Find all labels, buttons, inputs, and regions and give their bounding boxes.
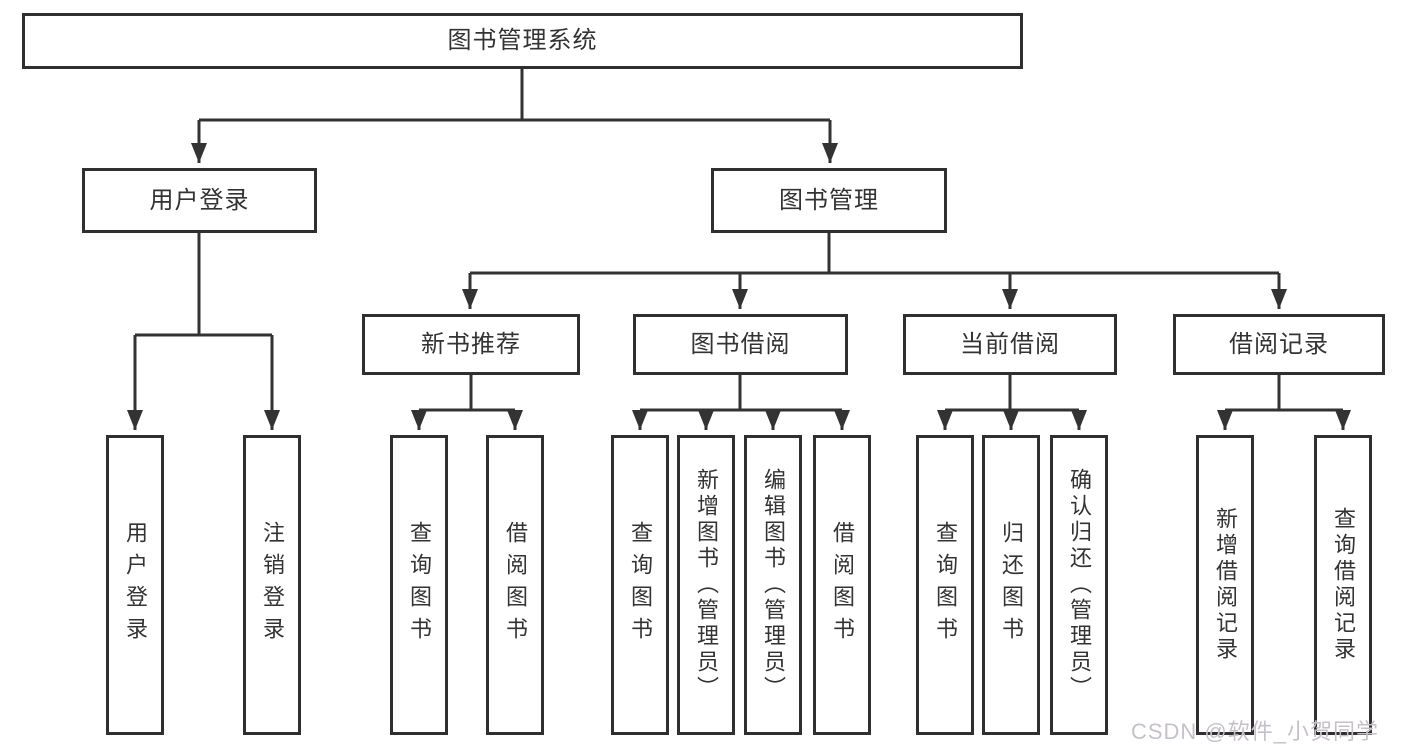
node-book-borrow: 图书借阅 bbox=[633, 314, 848, 375]
leaf-borrow-edit-admin: 编辑图书（管理员） bbox=[744, 435, 802, 735]
csdn-watermark: CSDN @软件_小贺同学 bbox=[1130, 719, 1379, 744]
node-user-login: 用户登录 bbox=[82, 168, 317, 233]
leaf-borrow-query: 查询图书 bbox=[611, 435, 669, 735]
leaf-records-add: 新增借阅记录 bbox=[1196, 435, 1254, 735]
leaf-user-login: 用户登录 bbox=[106, 435, 164, 735]
leaf-borrow-add-admin: 新增图书（管理员） bbox=[677, 435, 735, 735]
node-borrow-records: 借阅记录 bbox=[1173, 314, 1385, 375]
leaf-records-query: 查询借阅记录 bbox=[1314, 435, 1372, 735]
leaf-logout: 注销登录 bbox=[243, 435, 301, 735]
node-current-borrow: 当前借阅 bbox=[903, 314, 1117, 375]
node-root-system: 图书管理系统 bbox=[22, 13, 1023, 69]
leaf-current-confirm-admin: 确认归还（管理员） bbox=[1050, 435, 1108, 735]
node-book-management: 图书管理 bbox=[711, 168, 947, 233]
leaf-newbooks-borrow: 借阅图书 bbox=[486, 435, 544, 735]
leaf-borrow-borrow: 借阅图书 bbox=[813, 435, 871, 735]
node-new-books: 新书推荐 bbox=[362, 314, 580, 375]
leaf-current-query: 查询图书 bbox=[916, 435, 974, 735]
leaf-current-return: 归还图书 bbox=[982, 435, 1040, 735]
leaf-newbooks-query: 查询图书 bbox=[390, 435, 448, 735]
